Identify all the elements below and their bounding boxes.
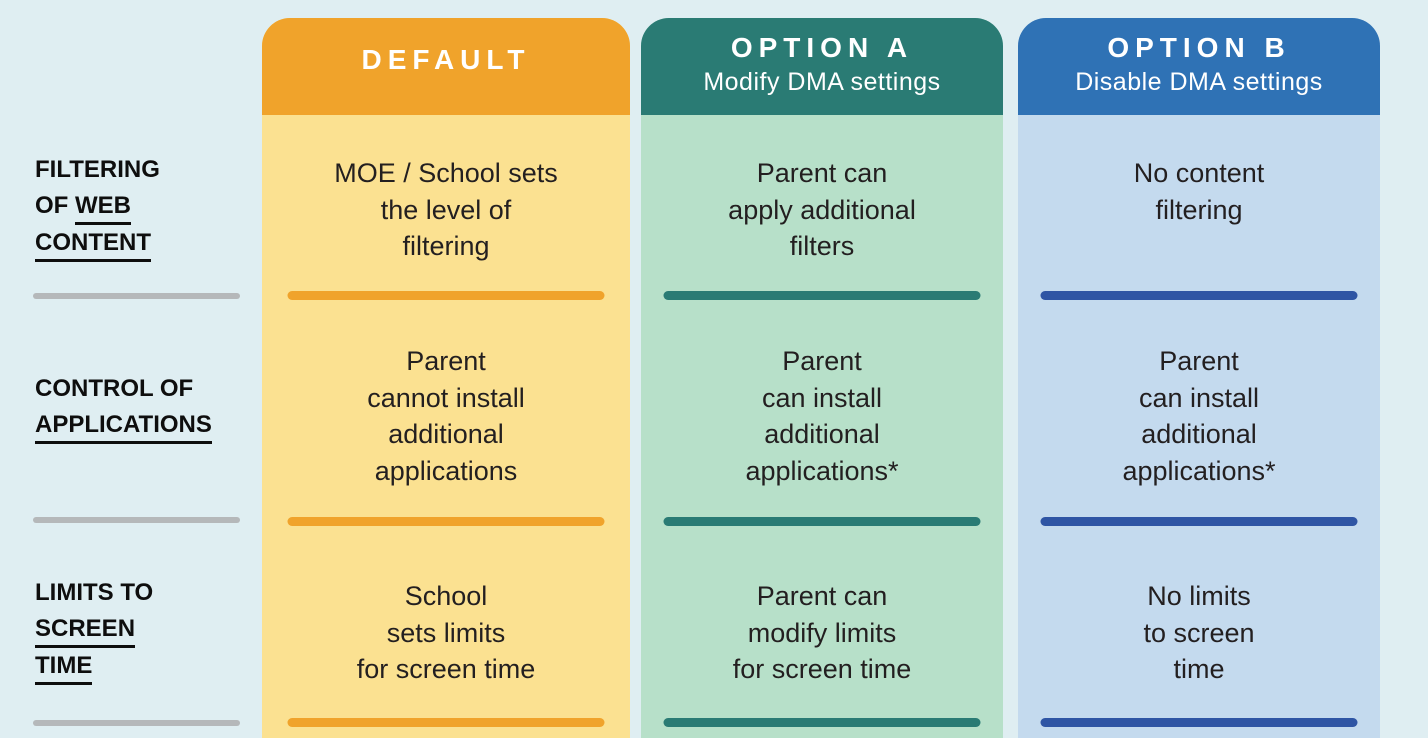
cell-option-b-applications: Parent can install additional applicatio… xyxy=(1122,346,1276,486)
cell-option-a-screen-time: Parent can modify limits for screen time xyxy=(732,581,912,684)
column-default: DEFAULT MOE / School sets the level of f… xyxy=(262,18,630,738)
cell-divider xyxy=(1040,718,1358,727)
cell-divider xyxy=(1040,517,1358,526)
cell-default-screen-time: School sets limits for screen time xyxy=(356,581,536,684)
column-title: DEFAULT xyxy=(361,44,531,75)
row-label-control-of-applications: CONTROL OF APPLICATIONS xyxy=(35,371,260,444)
row-label-line: FILTERING xyxy=(35,156,160,183)
row-label-line: SCREEN xyxy=(35,611,260,648)
cell-default-applications: Parent cannot install additional applica… xyxy=(367,346,525,486)
cell-divider xyxy=(663,517,981,526)
cell-divider xyxy=(663,291,981,300)
column-title: OPTION B xyxy=(1107,32,1291,63)
cell-option-b-screen-time: No limits to screen time xyxy=(1143,581,1255,684)
row-label-line: OF WEB xyxy=(35,188,260,225)
column-option-b: OPTION B Disable DMA settings No content… xyxy=(1018,18,1380,738)
row-label-line: CONTROL OF xyxy=(35,375,194,402)
column-option-a: OPTION A Modify DMA settings Parent can … xyxy=(641,18,1003,738)
cell-option-b-filtering: No content filtering xyxy=(1133,158,1265,225)
row-label-line: LIMITS TO xyxy=(35,579,154,606)
row-label-filtering-of-web-content: FILTERING OF WEB CONTENT xyxy=(35,152,260,262)
row-label-limits-to-screen-time: LIMITS TO SCREEN TIME xyxy=(35,575,260,685)
row-divider xyxy=(33,720,240,726)
cell-divider xyxy=(287,718,605,727)
cell-default-filtering: MOE / School sets the level of filtering xyxy=(334,158,558,261)
row-label-line: TIME xyxy=(35,648,260,685)
row-label-line: CONTENT xyxy=(35,225,260,262)
cell-divider xyxy=(287,517,605,526)
cell-divider xyxy=(287,291,605,300)
cell-option-a-filtering: Parent can apply additional filters xyxy=(728,158,916,261)
column-title: OPTION A xyxy=(730,32,914,63)
row-divider xyxy=(33,517,240,523)
cell-divider xyxy=(663,718,981,727)
column-header-option-a: OPTION A Modify DMA settings xyxy=(641,18,1003,115)
cell-option-a-applications: Parent can install additional applicatio… xyxy=(745,346,899,486)
column-subtitle: Modify DMA settings xyxy=(703,68,941,96)
cell-divider xyxy=(1040,291,1358,300)
row-label-line: APPLICATIONS xyxy=(35,407,260,444)
column-header-option-b: OPTION B Disable DMA settings xyxy=(1018,18,1380,115)
column-subtitle: Disable DMA settings xyxy=(1075,68,1323,96)
column-header-default: DEFAULT xyxy=(262,18,630,115)
row-divider xyxy=(33,293,240,299)
